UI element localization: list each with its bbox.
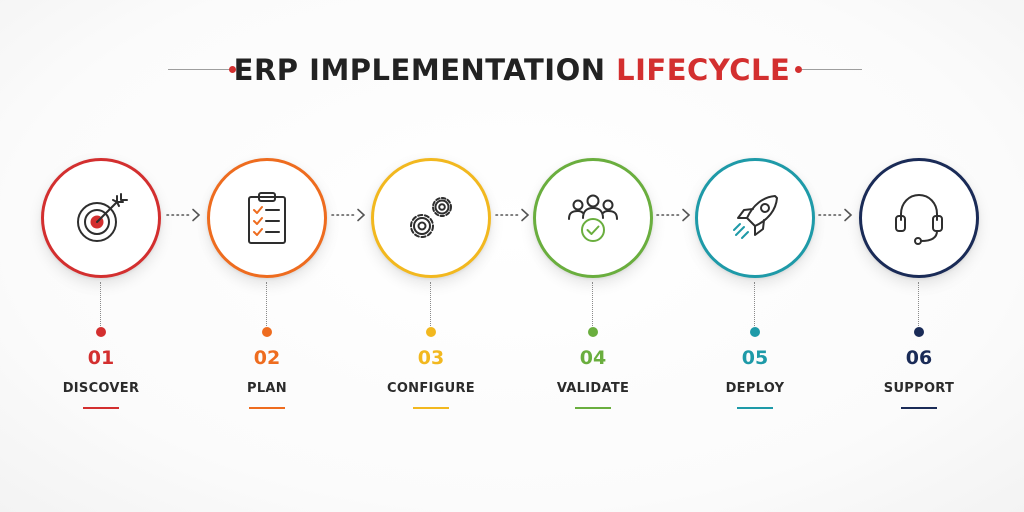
step-number-configure: 03 bbox=[417, 347, 445, 369]
target-arrow-icon bbox=[77, 193, 128, 242]
step-connector-validate bbox=[592, 282, 593, 326]
step-configure: 03 CONFIGURE bbox=[371, 158, 491, 418]
step-label-support: SUPPORT bbox=[883, 381, 955, 396]
step-label-plan: PLAN bbox=[247, 381, 287, 396]
step-underline-discover bbox=[83, 407, 119, 409]
step-node-deploy bbox=[750, 327, 760, 337]
gears-icon bbox=[410, 197, 452, 238]
step-plan: 02 PLAN bbox=[207, 158, 327, 418]
step-node-plan bbox=[262, 327, 272, 337]
step-ring-validate bbox=[533, 158, 653, 278]
step-node-support bbox=[914, 327, 924, 337]
step-node-validate bbox=[588, 327, 598, 337]
step-underline-validate bbox=[575, 407, 611, 409]
step-deploy: 05 DEPLOY bbox=[695, 158, 815, 418]
step-validate: 04 VALIDATE bbox=[533, 158, 653, 418]
step-underline-plan bbox=[249, 407, 285, 409]
rocket-icon bbox=[733, 195, 778, 239]
title-left-line bbox=[168, 69, 232, 70]
step-ring-configure bbox=[371, 158, 491, 278]
step-underline-deploy bbox=[737, 407, 773, 409]
step-ring-plan bbox=[207, 158, 327, 278]
step-connector-deploy bbox=[754, 282, 755, 326]
step-number-support: 06 bbox=[905, 347, 933, 369]
title-right-line bbox=[802, 69, 862, 70]
step-support: 06 SUPPORT bbox=[859, 158, 979, 418]
step-label-configure: CONFIGURE bbox=[386, 381, 475, 396]
flow-arrow-1 bbox=[166, 208, 201, 222]
step-number-deploy: 05 bbox=[741, 347, 769, 369]
title-row: ERP IMPLEMENTATION LIFECYCLE bbox=[0, 48, 1024, 92]
title-left-dot bbox=[229, 66, 236, 73]
step-discover: 01 DISCOVER bbox=[41, 158, 161, 418]
team-check-icon bbox=[568, 194, 618, 242]
step-label-validate: VALIDATE bbox=[556, 381, 630, 396]
headset-icon bbox=[895, 194, 943, 245]
step-connector-plan bbox=[266, 282, 267, 326]
step-connector-discover bbox=[100, 282, 101, 326]
step-label-deploy: DEPLOY bbox=[725, 381, 785, 396]
page-title: ERP IMPLEMENTATION LIFECYCLE bbox=[0, 48, 1024, 92]
flow-arrow-3 bbox=[495, 208, 530, 222]
title-main: ERP IMPLEMENTATION bbox=[233, 53, 606, 87]
flow-arrow-4 bbox=[656, 208, 691, 222]
step-ring-discover bbox=[41, 158, 161, 278]
step-node-configure bbox=[426, 327, 436, 337]
step-number-discover: 01 bbox=[87, 347, 115, 369]
step-number-plan: 02 bbox=[253, 347, 281, 369]
step-node-discover bbox=[96, 327, 106, 337]
title-right-dot bbox=[795, 66, 802, 73]
step-number-validate: 04 bbox=[579, 347, 607, 369]
step-ring-support bbox=[859, 158, 979, 278]
step-ring-deploy bbox=[695, 158, 815, 278]
step-underline-support bbox=[901, 407, 937, 409]
title-accent: LIFECYCLE bbox=[616, 53, 791, 87]
step-underline-configure bbox=[413, 407, 449, 409]
flow-arrow-5 bbox=[818, 208, 853, 222]
step-connector-support bbox=[918, 282, 919, 326]
step-connector-configure bbox=[430, 282, 431, 326]
flow-arrow-2 bbox=[331, 208, 366, 222]
clipboard-checklist-icon bbox=[248, 192, 286, 244]
step-label-discover: DISCOVER bbox=[62, 381, 140, 396]
